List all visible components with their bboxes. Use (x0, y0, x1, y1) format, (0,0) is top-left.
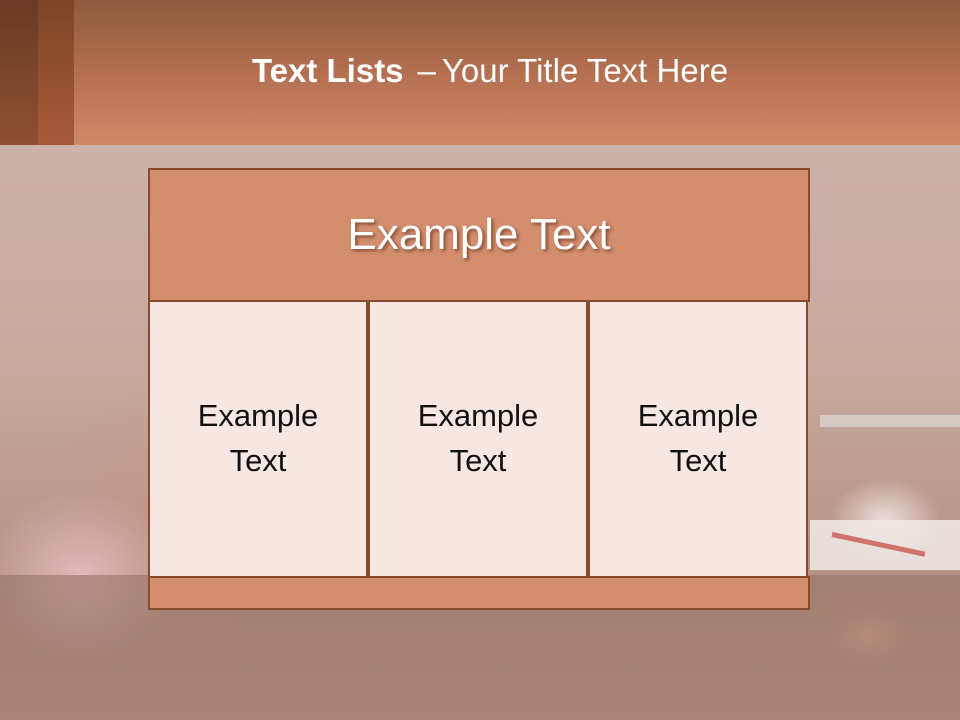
diagram-footer-bar (148, 576, 810, 610)
diagram-header-cell: Example Text (148, 168, 810, 302)
diagram-column-3: Example Text (588, 300, 808, 578)
title-bold-part: Text Lists (251, 52, 404, 89)
diagram-column-1: Example Text (148, 300, 368, 578)
diagram-header-text: Example Text (347, 210, 611, 259)
column-2-text: Example Text (417, 398, 539, 478)
text-list-diagram: Example Text Example Text Example Text E… (148, 168, 810, 610)
slide-title: Text Lists–Your Title Text Here (0, 52, 960, 90)
background-shelf (820, 415, 960, 427)
title-separator: – (417, 52, 436, 89)
header-band: Text Lists–Your Title Text Here (0, 0, 960, 145)
column-1-text: Example Text (197, 398, 319, 478)
header-stripe-mid (38, 0, 74, 145)
header-stripe-dark (0, 0, 38, 145)
title-rest-part: Your Title Text Here (441, 52, 729, 89)
column-3-text: Example Text (637, 398, 759, 478)
diagram-column-2: Example Text (368, 300, 588, 578)
